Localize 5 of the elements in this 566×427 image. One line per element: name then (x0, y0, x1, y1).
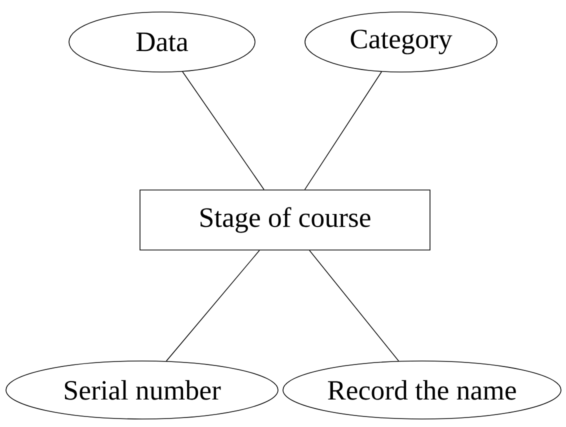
connector-line (182, 71, 264, 190)
connector-line (309, 250, 400, 362)
entity-box: Stage of course (140, 190, 430, 250)
connector-line (166, 250, 260, 362)
connector-line (304, 71, 382, 190)
